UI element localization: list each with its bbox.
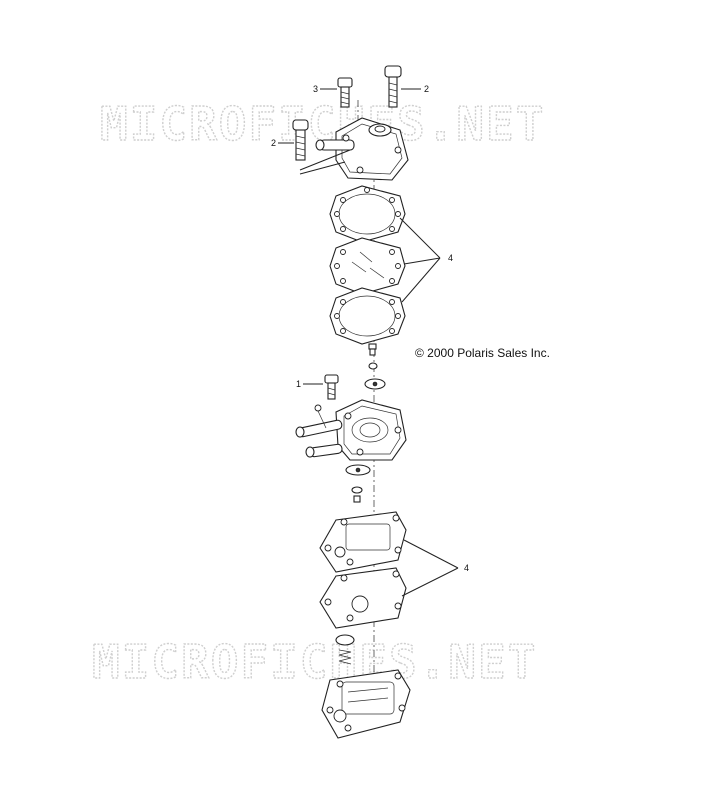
callout-2-side: 2 xyxy=(271,138,276,148)
screw-1 xyxy=(324,374,339,400)
leader-4-lower xyxy=(401,539,459,597)
gasket-upper-3 xyxy=(329,287,406,345)
callout-3: 3 xyxy=(313,84,318,94)
valve-disc-lower xyxy=(345,464,371,503)
callout-1: 1 xyxy=(296,379,301,389)
gasket-upper-2-diaphragm xyxy=(329,237,406,295)
gasket-lower-1 xyxy=(319,511,407,573)
leader-4-upper xyxy=(399,217,441,303)
screw-3 xyxy=(337,77,353,108)
callout-4-lower: 4 xyxy=(464,563,469,573)
check-valve-disc xyxy=(335,634,355,646)
gasket-upper-1 xyxy=(329,185,406,243)
callout-4-upper: 4 xyxy=(448,253,453,263)
valve-disc-upper xyxy=(364,362,386,390)
callout-2-top: 2 xyxy=(424,84,429,94)
spring xyxy=(338,649,352,665)
pump-body xyxy=(295,399,407,461)
screw-2-top xyxy=(384,65,402,108)
pump-bottom-cover xyxy=(321,669,411,739)
gasket-lower-2 xyxy=(319,567,407,629)
watermark-bottom: MICROFICHES.NET xyxy=(92,635,537,689)
small-screw-mid xyxy=(368,343,377,356)
copyright-text: © 2000 Polaris Sales Inc. xyxy=(415,346,550,360)
screw-2-side xyxy=(292,119,309,161)
pump-top-cover xyxy=(299,117,409,181)
